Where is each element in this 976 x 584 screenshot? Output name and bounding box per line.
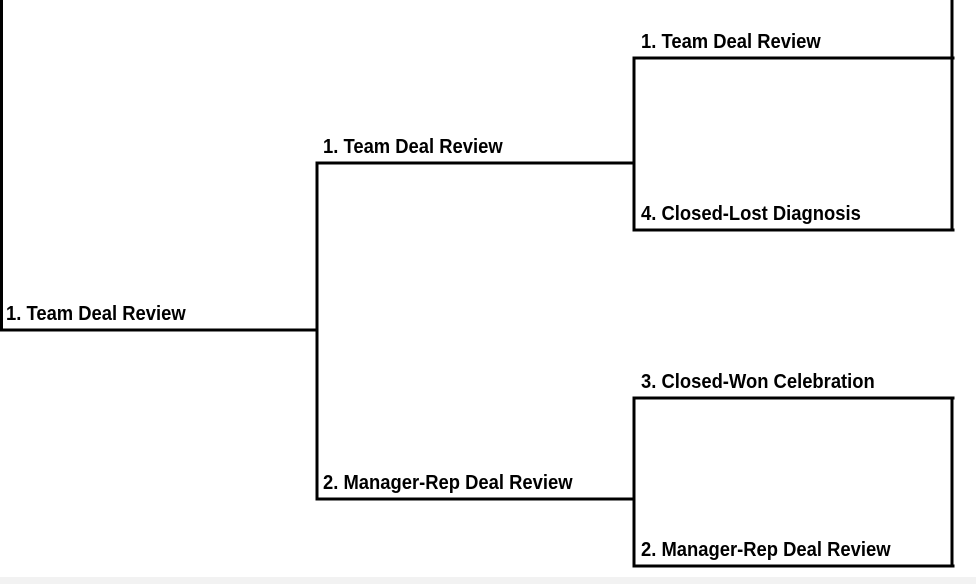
semifinal-bottom-label: 2. Manager-Rep Deal Review [323,472,573,494]
quarterfinal-slot-4-label: 2. Manager-Rep Deal Review [641,539,891,561]
quarterfinal-slot-3-label: 3. Closed-Won Celebration [641,371,875,393]
final-winner-label: 1. Team Deal Review [6,303,186,325]
bottom-edge-strip [0,577,976,584]
semifinal-top-label: 1. Team Deal Review [323,136,503,158]
quarterfinal-slot-2-label: 4. Closed-Lost Diagnosis [641,203,861,225]
quarterfinal-slot-1-label: 1. Team Deal Review [641,31,821,53]
